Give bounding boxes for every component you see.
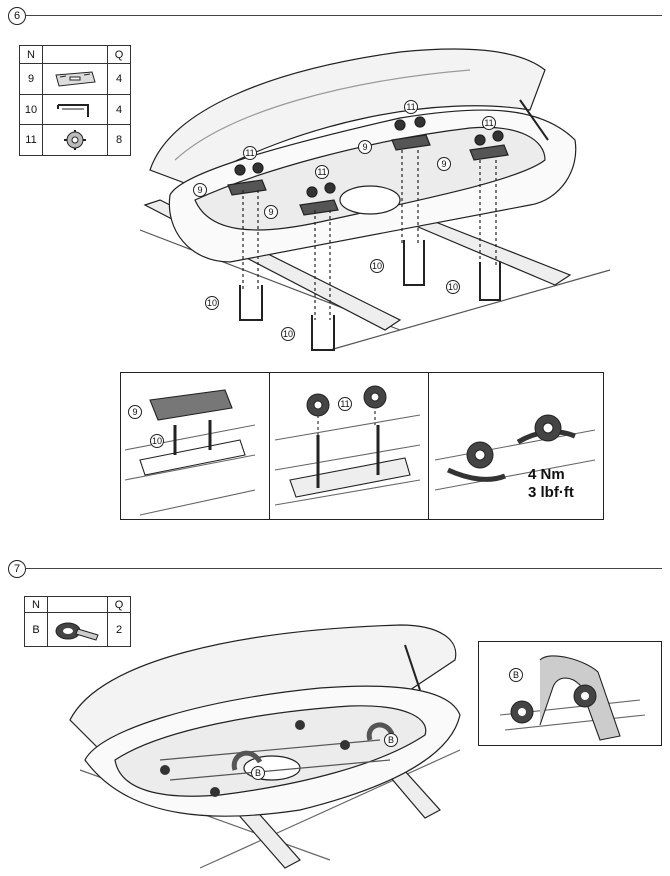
step-6-parts-table: N Q 9 4 10 4 11 xyxy=(19,45,131,156)
part-quantity: 8 xyxy=(107,124,131,156)
step-7-parts-table: N Q B 2 xyxy=(24,596,131,647)
callout-u-bolt: 10 xyxy=(370,259,384,273)
knob-icon xyxy=(42,124,108,156)
callout-u-bolt: 10 xyxy=(446,280,460,294)
detail-callout-knob: 11 xyxy=(338,397,352,411)
step-7-number: 7 xyxy=(8,560,26,578)
callout-knob: 11 xyxy=(404,100,418,114)
plate-icon xyxy=(42,63,108,95)
detail-panel-torque xyxy=(428,372,604,520)
callout-strap: B xyxy=(251,766,265,780)
callout-knob: 11 xyxy=(482,116,496,130)
callout-plate: 9 xyxy=(358,140,372,154)
detail-callout-plate: 9 xyxy=(128,405,142,419)
u-bolt-icon xyxy=(42,94,108,125)
part-number: 10 xyxy=(19,94,43,125)
torque-value-nm: 4 Nm xyxy=(528,466,565,483)
part-quantity: 4 xyxy=(107,63,131,95)
callout-strap: B xyxy=(384,733,398,747)
callout-u-bolt: 10 xyxy=(205,296,219,310)
torque-value-lbf: 3 lbf·ft xyxy=(528,484,574,501)
detail-callout-strap: B xyxy=(509,668,523,682)
callout-plate: 9 xyxy=(193,183,207,197)
callout-u-bolt: 10 xyxy=(281,327,295,341)
step-6-divider xyxy=(26,15,662,16)
part-number: 11 xyxy=(19,124,43,156)
callout-plate: 9 xyxy=(437,157,451,171)
callout-plate: 9 xyxy=(264,205,278,219)
detail-callout-u-bolt: 10 xyxy=(150,434,164,448)
step-6-number: 6 xyxy=(8,7,26,25)
step-7-divider xyxy=(26,568,662,569)
part-quantity: 2 xyxy=(107,612,131,647)
part-number: B xyxy=(24,612,48,647)
strap-icon xyxy=(47,612,108,647)
callout-knob: 11 xyxy=(243,146,257,160)
callout-knob: 11 xyxy=(315,165,329,179)
